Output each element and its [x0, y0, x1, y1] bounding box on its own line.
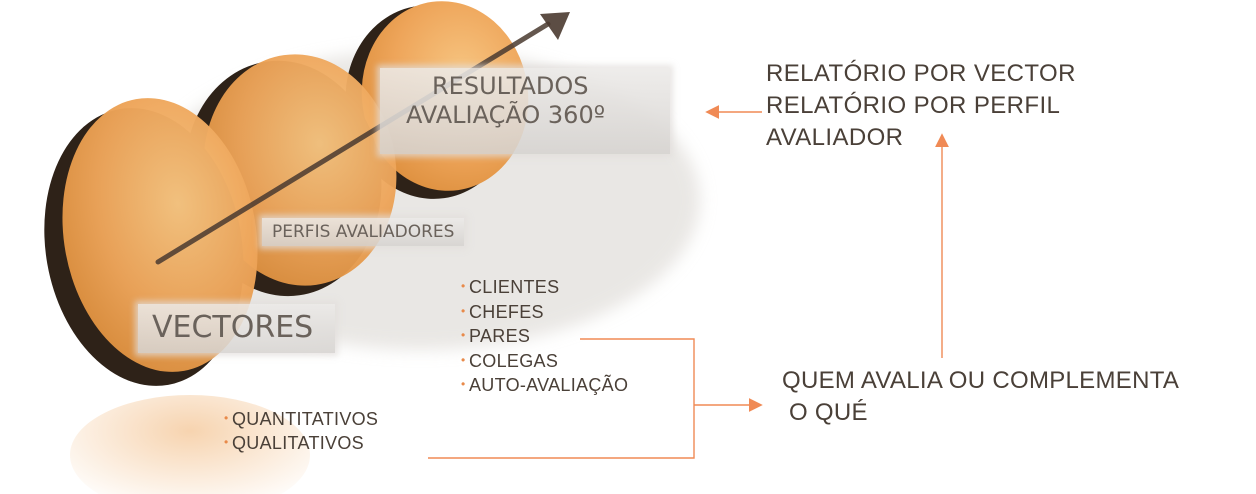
- report-line: RELATÓRIO POR PERFIL: [766, 92, 1061, 119]
- vectors-label: VECTORES: [138, 304, 336, 353]
- list-item: PARES: [461, 323, 628, 349]
- list-item: AUTO-AVALIAÇÃO: [461, 372, 628, 398]
- profile-list: CLIENTES CHEFES PARES COLEGAS AUTO-AVALI…: [461, 274, 628, 398]
- list-item: QUANTITATIVOS: [224, 406, 378, 431]
- list-item: QUALITATIVOS: [224, 430, 378, 455]
- bracket-profiles: [428, 338, 695, 459]
- who-line: QUEM AVALIA OU COMPLEMENTA: [782, 367, 1180, 394]
- list-item: CHEFES: [461, 299, 628, 325]
- results-title: RESULTADOS: [432, 72, 589, 100]
- results-label-box: RESULTADOS AVALIAÇÃO 360º: [380, 68, 670, 154]
- growth-arrow: [155, 12, 570, 265]
- who-evaluates-text: QUEM AVALIA OU COMPLEMENTA O QUÉ: [782, 365, 1179, 429]
- profiles-label: PERFIS AVALIADORES: [262, 218, 465, 246]
- who-line: O QUÉ: [782, 399, 868, 426]
- connector-lines: [428, 105, 949, 459]
- list-item: CLIENTES: [461, 274, 628, 300]
- results-subtitle: AVALIAÇÃO 360º: [406, 101, 606, 129]
- vector-list: QUANTITATIVOS QUALITATIVOS: [224, 406, 378, 455]
- reports-text: RELATÓRIO POR VECTOR RELATÓRIO POR PERFI…: [766, 58, 1076, 154]
- report-line: AVALIADOR: [766, 124, 904, 151]
- report-line: RELATÓRIO POR VECTOR: [766, 60, 1076, 87]
- list-item: COLEGAS: [461, 348, 628, 374]
